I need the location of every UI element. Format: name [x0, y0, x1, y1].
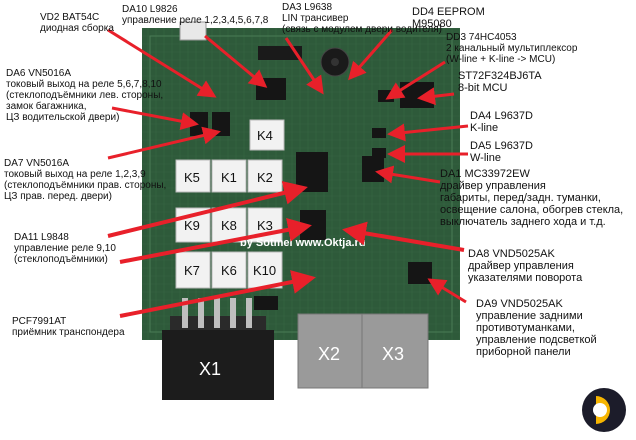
- label-dd4: DD4 EEPROM M95080: [412, 6, 485, 30]
- label-dd3: DD3 74HC4053 2 канальный мультиплексор (…: [446, 32, 578, 65]
- label-da8: DA8 VND5025AK драйвер управления указате…: [468, 248, 583, 284]
- label-da7: DA7 VN5016A токовый выход на реле 1,2,3,…: [4, 158, 167, 202]
- relay-k8: K8: [221, 218, 237, 233]
- circle-logo-icon: [582, 388, 626, 432]
- relay-k9: K9: [184, 218, 200, 233]
- relay-k2: K2: [257, 170, 273, 185]
- relay-k4: K4: [257, 128, 273, 143]
- label-vd2: VD2 BAT54C диодная сборка: [40, 12, 114, 34]
- label-da4: DA4 L9637D K-line: [470, 110, 533, 134]
- relay-k10: K10: [253, 263, 276, 278]
- relay-k1: K1: [221, 170, 237, 185]
- watermark: by Sotmel www.Oktja.ru: [240, 237, 366, 249]
- connector-x1: X1: [199, 359, 221, 379]
- relay-k5: K5: [184, 170, 200, 185]
- label-da10: DA10 L9826 управление реле 1,2,3,4,5,6,7…: [122, 4, 269, 26]
- relay-block: [175, 119, 285, 289]
- label-da6: DA6 VN5016A токовый выход на реле 5,6,7,…: [6, 68, 164, 123]
- label-da11: DA11 L9848 управление реле 9,10 (стеклоп…: [14, 232, 116, 265]
- top-connector: [179, 21, 207, 41]
- connector-x3: X3: [382, 344, 404, 364]
- relay-k7: K7: [184, 263, 200, 278]
- connector-x2-x3-body: [297, 313, 429, 389]
- label-pcf7991: PCF7991AT приёмник транспондера: [12, 316, 125, 338]
- label-da1: DA1 MC33972EW драйвер управления габарит…: [440, 168, 624, 228]
- relay-k3: K3: [257, 218, 273, 233]
- label-da3: DA3 L9638 LIN трансивер (связь с модулем…: [282, 2, 442, 35]
- label-da9: DA9 VND5025AK управление задними противо…: [476, 298, 597, 358]
- label-st72f324: ST72F324BJ6TA 8-bit MCU: [458, 70, 542, 94]
- connector-x2: X2: [318, 344, 340, 364]
- label-da5: DA5 L9637D W-line: [470, 140, 533, 164]
- relay-k6: K6: [221, 263, 237, 278]
- annotation-arrows: [107, 28, 469, 318]
- ic-da1: [296, 152, 328, 192]
- connector-x1-body: [162, 298, 274, 400]
